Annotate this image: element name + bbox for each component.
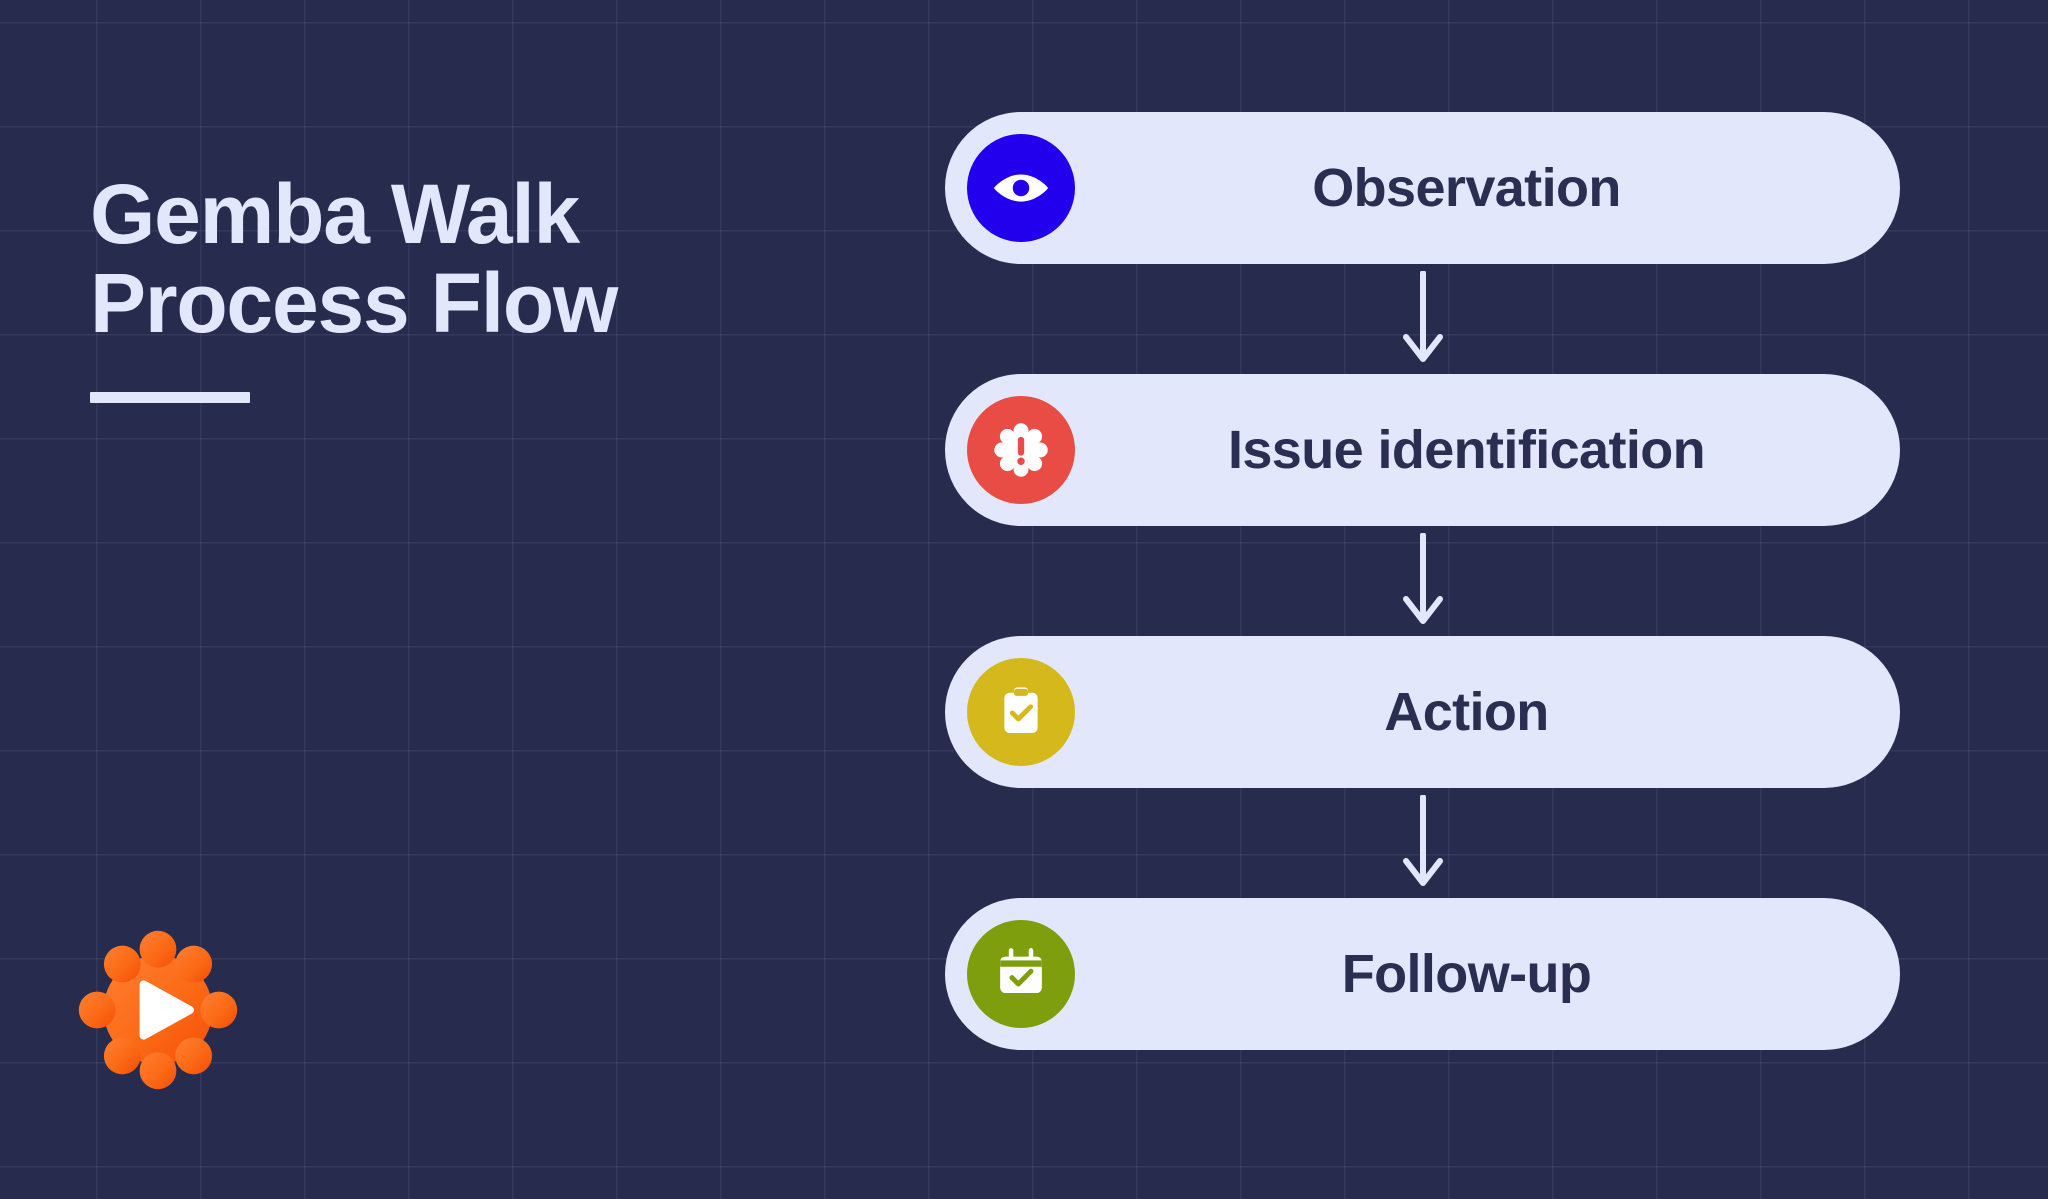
flow-step-label: Action [1384, 681, 1549, 742]
clipboard-check-icon [967, 658, 1075, 766]
flow-step-action[interactable]: Action [945, 636, 1900, 788]
flow-step-follow-up[interactable]: Follow-up [945, 898, 1900, 1050]
arrow-down-icon [945, 526, 1900, 636]
flow-step-label: Observation [1312, 157, 1621, 218]
arrow-down-icon [945, 264, 1900, 374]
page-title: Gemba Walk Process Flow [90, 167, 618, 351]
flow-step-label: Follow-up [1341, 943, 1592, 1004]
flow-step-observation[interactable]: Observation [945, 112, 1900, 264]
calendar-check-icon [967, 920, 1075, 1028]
eye-icon [967, 134, 1075, 242]
process-flow: Observation [945, 112, 1900, 1050]
flow-step-issue-identification[interactable]: Issue identification [945, 374, 1900, 526]
arrow-down-icon [945, 788, 1900, 898]
title-panel: Gemba Walk Process Flow [90, 167, 730, 404]
flow-step-label: Issue identification [1227, 419, 1706, 480]
alert-badge-icon [967, 396, 1075, 504]
title-accent-bar [90, 392, 250, 404]
gear-play-icon [78, 930, 238, 1090]
